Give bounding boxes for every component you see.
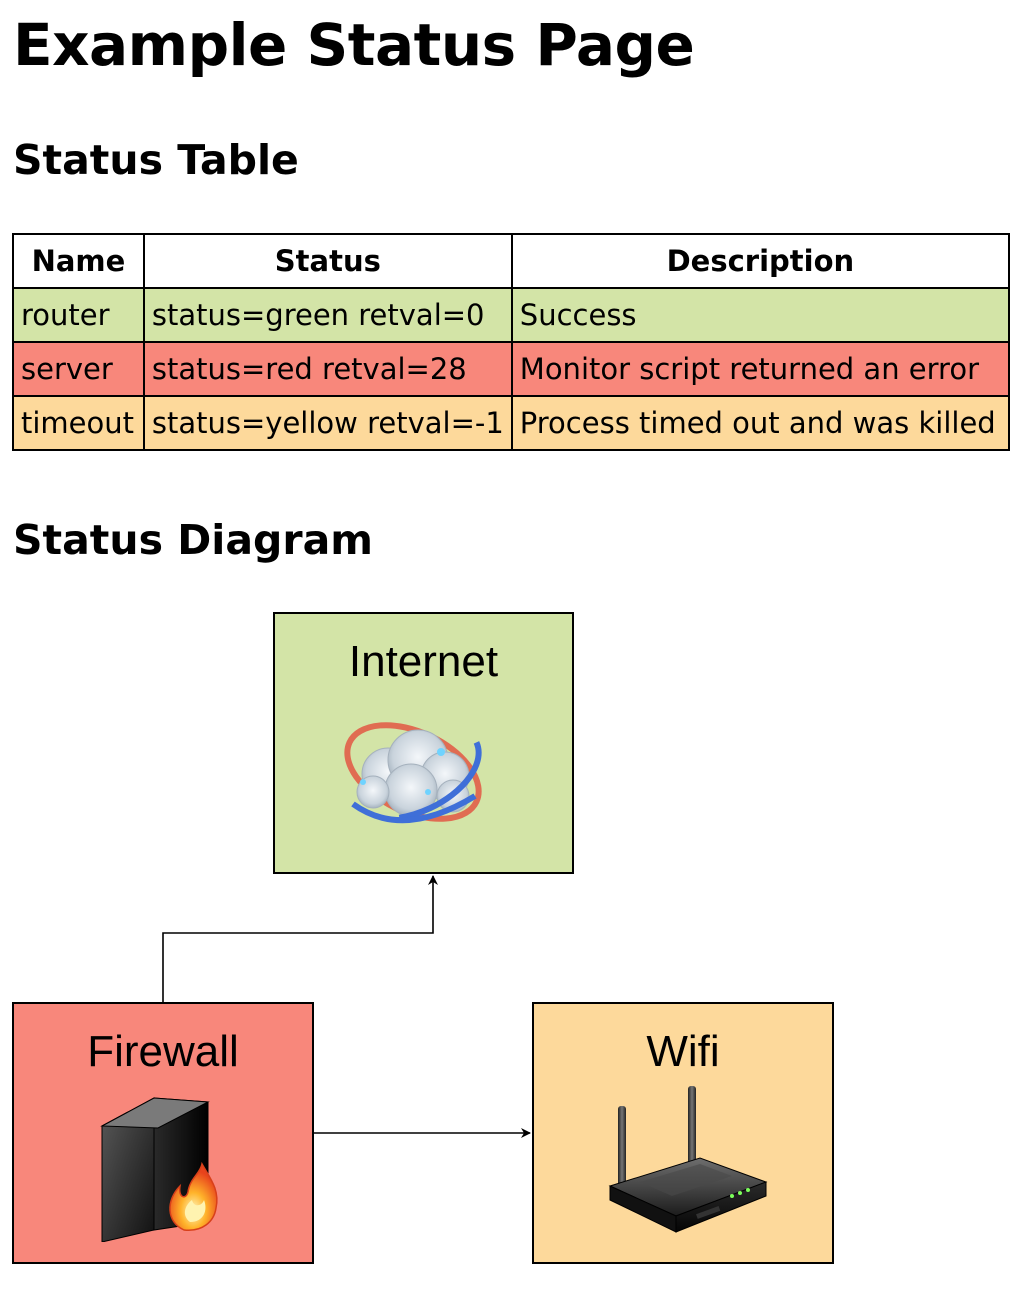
column-header-name: Name xyxy=(12,233,145,289)
internet-node[interactable]: Internet xyxy=(273,612,574,874)
internet-label: Internet xyxy=(348,637,499,686)
status-table: Name Status Description router status=gr… xyxy=(12,233,1011,451)
cell-status: status=red retval=28 xyxy=(142,341,513,397)
cell-name: router xyxy=(12,287,145,343)
firewall-label: Firewall xyxy=(87,1027,239,1076)
cell-name: server xyxy=(12,341,145,397)
cell-status: status=green retval=0 xyxy=(142,287,513,343)
wifi-router-icon xyxy=(608,1086,768,1233)
column-header-status: Status xyxy=(142,233,513,289)
status-table-heading: Status Table xyxy=(13,136,299,184)
cell-description: Monitor script returned an error xyxy=(510,341,1011,397)
page-title: Example Status Page xyxy=(13,11,695,79)
firewall-node[interactable]: Firewall xyxy=(12,1002,314,1264)
table-header-row: Name Status Description xyxy=(12,233,1011,289)
wifi-node[interactable]: Wifi xyxy=(532,1002,834,1264)
cell-status: status=yellow retval=-1 xyxy=(142,395,513,451)
edge-firewall-to-internet xyxy=(162,875,438,1002)
table-row: server status=red retval=28 Monitor scri… xyxy=(12,341,1011,397)
cell-description: Success xyxy=(510,287,1011,343)
table-row: router status=green retval=0 Success xyxy=(12,287,1011,343)
table-row: timeout status=yellow retval=-1 Process … xyxy=(12,395,1011,451)
column-header-description: Description xyxy=(510,233,1011,289)
cell-name: timeout xyxy=(12,395,145,451)
cloud-globe-icon xyxy=(344,722,482,824)
firewall-icon xyxy=(100,1097,218,1242)
cell-description: Process timed out and was killed xyxy=(510,395,1011,451)
status-diagram-heading: Status Diagram xyxy=(13,516,373,564)
wifi-label: Wifi xyxy=(646,1027,720,1076)
